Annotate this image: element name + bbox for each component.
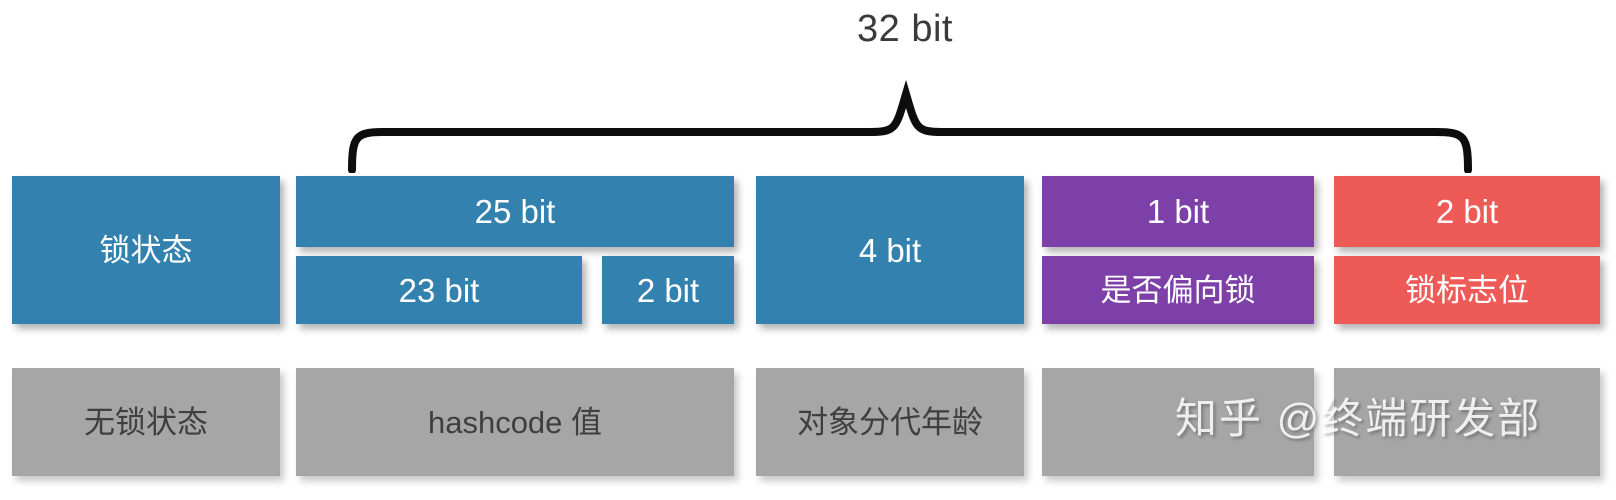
box-biased-lock-desc-label: 是否偏向锁 <box>1100 272 1256 308</box>
box-2-bit-markword: 2 bit <box>602 256 734 324</box>
box-lock-state: 锁状态 <box>12 176 280 324</box>
box-unlocked-state-label: 无锁状态 <box>84 404 208 440</box>
box-2-bit-markword-label: 2 bit <box>636 271 700 309</box>
box-lock-flag-desc: 锁标志位 <box>1334 256 1600 324</box>
box-biased-lock-desc: 是否偏向锁 <box>1042 256 1314 324</box>
box-object-age-label: 对象分代年龄 <box>797 404 983 440</box>
box-lock-flag-value <box>1334 368 1600 476</box>
curly-brace-up-icon <box>348 79 1472 173</box>
box-1-bit: 1 bit <box>1042 176 1314 247</box>
box-hashcode-value: hashcode 值 <box>296 368 734 476</box>
box-1-bit-label: 1 bit <box>1146 193 1210 230</box>
box-4-bit: 4 bit <box>756 176 1024 324</box>
box-hashcode-value-label: hashcode 值 <box>427 404 603 440</box>
box-23-bit: 23 bit <box>296 256 582 324</box>
box-25-bit-label: 25 bit <box>474 193 556 230</box>
box-2-bit-flag-label: 2 bit <box>1435 193 1499 230</box>
box-2-bit-flag: 2 bit <box>1334 176 1600 247</box>
box-lock-state-label: 锁状态 <box>99 232 193 268</box>
box-unlocked-state: 无锁状态 <box>12 368 280 476</box>
box-4-bit-label: 4 bit <box>858 231 922 269</box>
box-lock-flag-desc-label: 锁标志位 <box>1405 272 1529 308</box>
box-biased-lock-value <box>1042 368 1314 476</box>
box-25-bit: 25 bit <box>296 176 734 247</box>
box-object-age: 对象分代年龄 <box>756 368 1024 476</box>
brace-label: 32 bit <box>857 8 953 50</box>
box-23-bit-label: 23 bit <box>398 271 480 309</box>
